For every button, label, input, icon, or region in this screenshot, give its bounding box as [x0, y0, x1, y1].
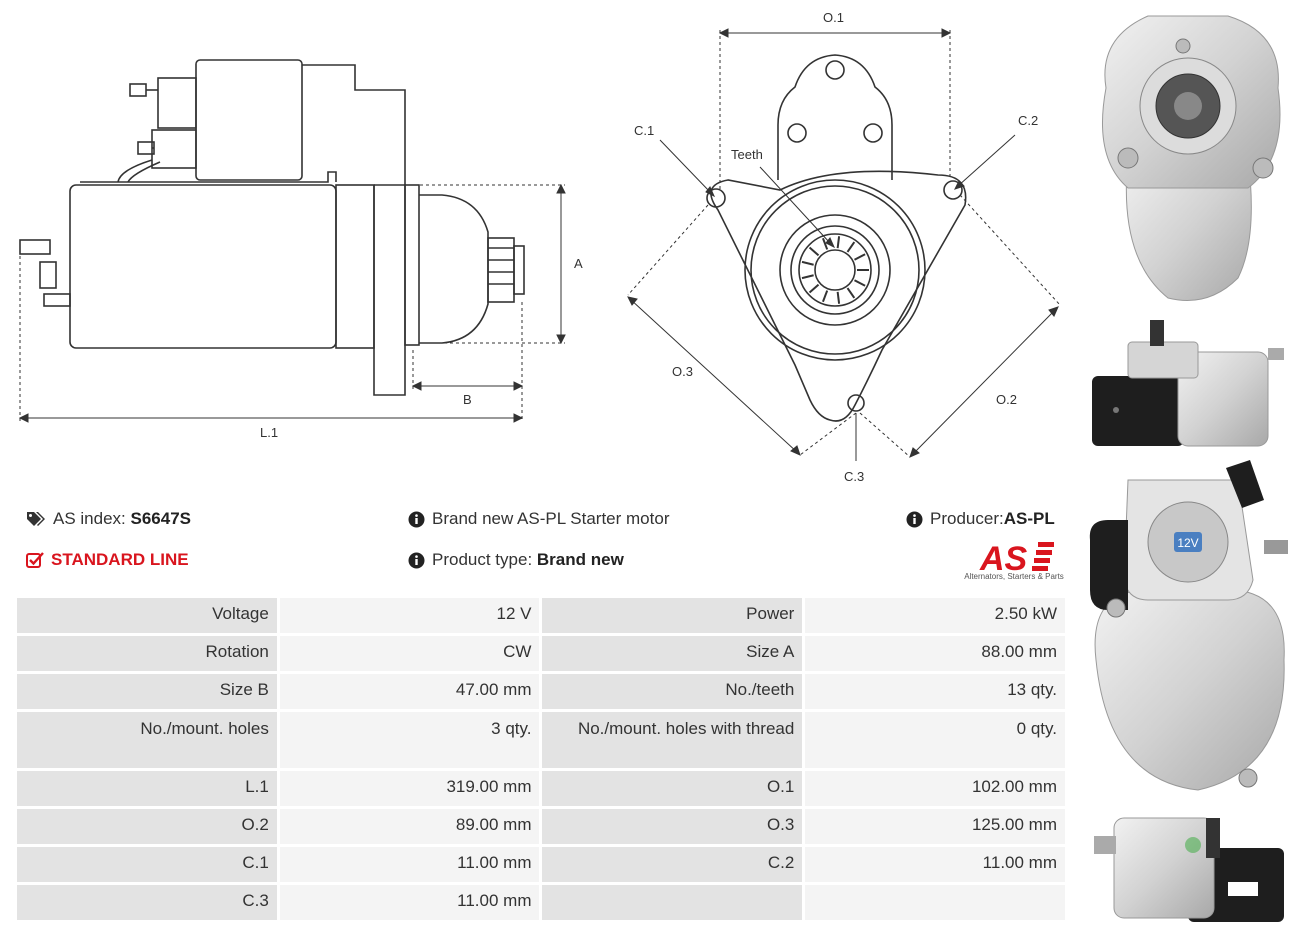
producer-value: AS-PL — [1003, 509, 1055, 528]
standard-line-label: STANDARD LINE — [51, 550, 189, 569]
pinion-tooth — [822, 237, 829, 250]
spec-key — [542, 885, 803, 920]
standard-line-row: STANDARD LINE — [26, 550, 189, 570]
as-index-row: AS index: S6647S — [26, 509, 191, 529]
producer-label: Producer: — [930, 509, 1004, 528]
spec-key: Size A — [542, 636, 803, 671]
pinion-tooth — [846, 241, 856, 253]
front-view-drawing: O.1 C.1 C.2 Teeth O.3 O.2 C.3 — [627, 10, 1061, 484]
pinion-tooth — [854, 253, 866, 261]
logo-text: AS — [979, 540, 1028, 578]
spec-value: 13 qty. — [805, 674, 1065, 709]
info-circle-icon — [408, 552, 425, 569]
tags-icon — [26, 511, 46, 527]
spec-key: Power — [542, 598, 803, 633]
spec-value: 89.00 mm — [279, 809, 540, 844]
spec-value: CW — [279, 636, 540, 671]
dim-o1-label: O.1 — [823, 10, 844, 25]
teeth-label: Teeth — [731, 147, 763, 162]
spec-key: Rotation — [17, 636, 277, 671]
spec-value: 47.00 mm — [279, 674, 540, 709]
spec-key: No./teeth — [542, 674, 803, 709]
dim-o2-label: O.2 — [996, 392, 1017, 407]
spec-value: 319.00 mm — [279, 771, 540, 806]
logo-tagline: Alternators, Starters & Parts — [964, 572, 1064, 581]
spec-key: C.1 — [17, 847, 277, 882]
spec-key: O.1 — [542, 771, 803, 806]
as-pl-logo: AS — [979, 540, 1054, 578]
spec-value: 11.00 mm — [279, 885, 540, 920]
dim-o3-label: O.3 — [672, 364, 693, 379]
spec-key: C.3 — [17, 885, 277, 920]
spec-value: 3 qty. — [279, 712, 540, 768]
producer-row: Producer:AS-PL — [906, 509, 1055, 529]
spec-key: L.1 — [17, 771, 277, 806]
spec-key: Voltage — [17, 598, 277, 633]
dim-c3-label: C.3 — [844, 469, 864, 484]
spec-key: O.3 — [542, 809, 803, 844]
spec-value: 88.00 mm — [805, 636, 1065, 671]
pinion-tooth — [808, 283, 820, 294]
pinion-tooth — [846, 287, 856, 299]
product-photo-top[interactable] — [1088, 800, 1288, 928]
spec-key: O.2 — [17, 809, 277, 844]
spec-key: C.2 — [542, 847, 803, 882]
product-type-value: Brand new — [536, 550, 624, 569]
product-type-label: Product type: — [432, 550, 533, 569]
spec-key: No./mount. holes with thread — [542, 712, 803, 768]
pinion-tooth — [836, 291, 841, 304]
pinion-tooth — [808, 246, 820, 257]
pinion-tooth — [801, 260, 814, 266]
dim-c2-label: C.2 — [1018, 113, 1038, 128]
spec-value: 102.00 mm — [805, 771, 1065, 806]
pinion-tooth — [854, 279, 866, 287]
spec-value — [805, 885, 1065, 920]
spec-value: 11.00 mm — [805, 847, 1065, 882]
spec-value: 12 V — [279, 598, 540, 633]
badge-12v: 12V — [1177, 536, 1198, 550]
product-photo-rear[interactable]: 12V — [1088, 460, 1288, 795]
product-type-row: Product type: Brand new — [408, 550, 624, 570]
product-photo-side[interactable] — [1088, 312, 1288, 452]
description-row: Brand new AS-PL Starter motor — [408, 509, 669, 529]
dim-a-label: A — [574, 256, 583, 271]
pinion-tooth — [801, 274, 814, 280]
as-index-label: AS index: — [53, 509, 126, 528]
check-square-icon — [26, 552, 44, 568]
spec-key: Size B — [17, 674, 277, 709]
info-circle-icon — [906, 511, 923, 528]
pinion-tooth — [822, 290, 829, 303]
side-view-drawing: A B L.1 — [18, 59, 583, 440]
spec-value: 125.00 mm — [805, 809, 1065, 844]
description-text: Brand new AS-PL Starter motor — [432, 509, 670, 528]
spec-key: No./mount. holes — [17, 712, 277, 768]
spec-value: 2.50 kW — [805, 598, 1065, 633]
product-photo-front[interactable] — [1088, 8, 1288, 308]
pinion-tooth — [836, 236, 841, 249]
as-index-value: S6647S — [130, 509, 192, 528]
dim-l1-label: L.1 — [260, 425, 278, 440]
dim-b-label: B — [463, 392, 472, 407]
spec-value: 0 qty. — [805, 712, 1065, 768]
spec-value: 11.00 mm — [279, 847, 540, 882]
info-circle-icon — [408, 511, 425, 528]
dim-c1-label: C.1 — [634, 123, 654, 138]
